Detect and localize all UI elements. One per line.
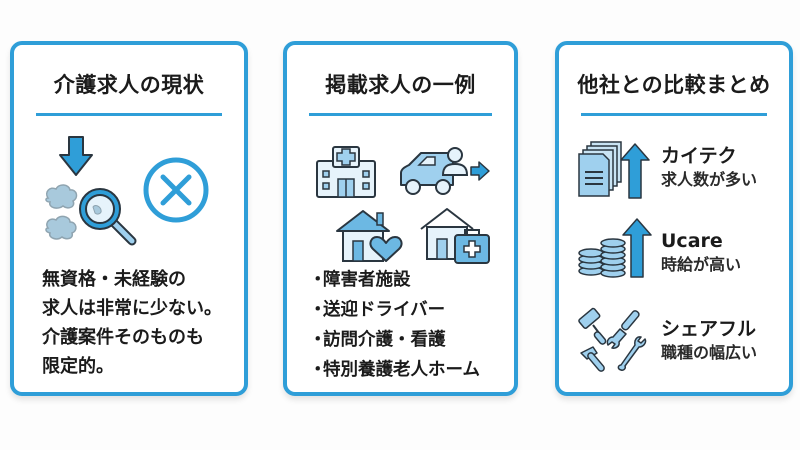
job-example-list: ・障害者施設 ・送迎ドライバー ・訪問介護・看護 ・特別養護老人ホーム [309,265,480,385]
competitor-feature: 求人数が多い [661,170,758,189]
competitor-feature: 職種の幅広い [661,343,758,362]
down-arrow-icon [59,136,93,176]
hospital-icon [316,146,376,198]
card-job-examples: 掲載求人の一例 ・障害者施設 ・送迎ドライバー [283,41,518,396]
card-title: 掲載求人の一例 [325,73,476,97]
competitor-name: シェアフル [661,318,757,340]
tools-icon [578,307,647,372]
cross-circle-icon [143,157,209,223]
list-item: ・障害者施設 [309,270,411,290]
divider [309,113,492,116]
magnifying-glass-icon [79,188,137,246]
list-item: ・特別養護老人ホーム [309,360,480,380]
card-title: 他社との比較まとめ [577,73,771,97]
card-care-job-status: 介護求人の現状 無資格・未経験の 求人は非常に少ない。 介護案件そのものも 限定… [10,41,248,396]
divider [36,113,222,116]
status-description: 無資格・未経験の 求人は非常に少ない。 介護案件そのものも 限定的。 [42,269,222,377]
coins-up-arrow-icon [578,218,652,278]
competitor-feature: 時給が高い [661,255,742,274]
divider [581,113,767,116]
card-competitor-comparison: 他社との比較まとめ カイテク 求人数が多い [555,41,793,396]
list-item: ・送迎ドライバー [309,300,446,320]
list-item: ・訪問介護・看護 [309,330,446,350]
competitor-name: Ucare [661,230,723,252]
card-title: 介護求人の現状 [53,73,205,97]
house-medical-kit-icon [420,208,490,264]
car-with-person-icon [400,147,490,195]
cloud-icon [45,184,78,240]
competitor-name: カイテク [661,145,737,167]
documents-up-arrow-icon [578,141,650,199]
house-heart-icon [336,210,403,262]
